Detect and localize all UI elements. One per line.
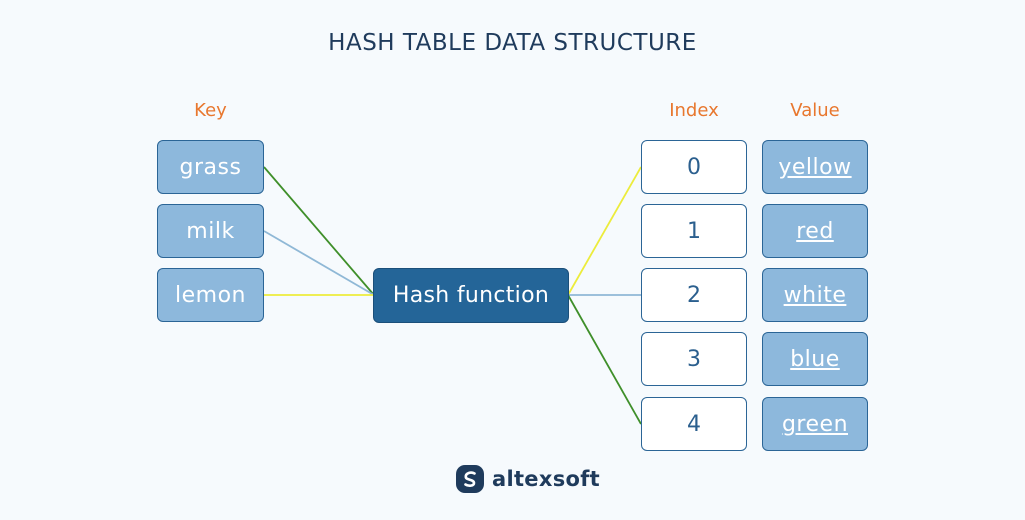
value-box-green: green [762, 397, 868, 451]
index-box-3: 3 [641, 332, 747, 386]
connector-grass-to-hash [263, 166, 375, 296]
key-column-label: Key [194, 100, 227, 121]
connector-hash-to-index-4 [567, 294, 642, 425]
value-box-yellow: yellow [762, 140, 868, 194]
connector-milk-to-hash [263, 230, 375, 296]
key-box-grass: grass [157, 140, 264, 194]
diagram-title: HASH TABLE DATA STRUCTURE [328, 30, 697, 56]
hash-function-box: Hash function [373, 268, 569, 323]
key-box-milk: milk [157, 204, 264, 258]
value-box-red: red [762, 204, 868, 258]
index-box-0: 0 [641, 140, 747, 194]
brand-logo: altexsoft [456, 465, 600, 493]
value-column-label: Value [790, 100, 840, 121]
connector-hash-to-index-0 [567, 166, 642, 296]
brand-name: altexsoft [492, 467, 600, 491]
key-box-lemon: lemon [157, 268, 264, 322]
altexsoft-logo-icon [456, 465, 484, 493]
index-box-1: 1 [641, 204, 747, 258]
index-column-label: Index [669, 100, 719, 121]
index-box-4: 4 [641, 397, 747, 451]
index-box-2: 2 [641, 268, 747, 322]
value-box-white: white [762, 268, 868, 322]
value-box-blue: blue [762, 332, 868, 386]
